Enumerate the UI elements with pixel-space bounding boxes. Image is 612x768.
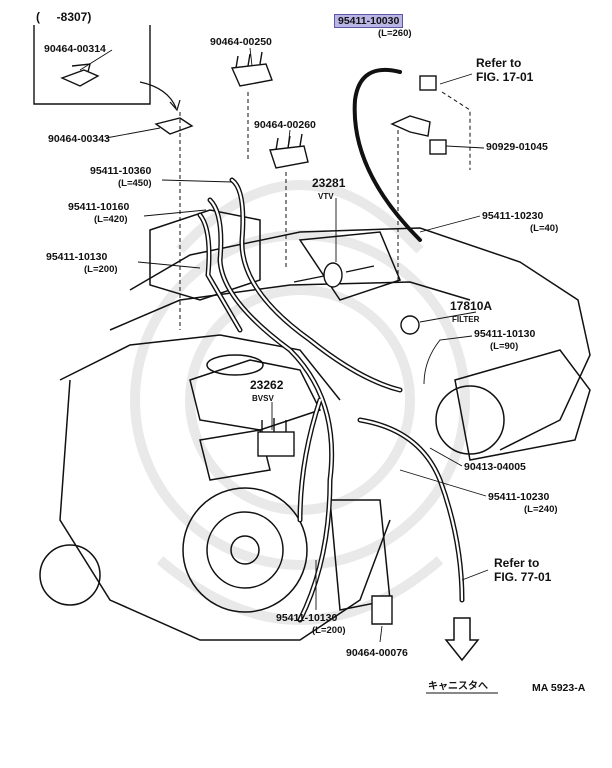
watermark-emblem <box>130 180 470 625</box>
hose-10360-length: (L=450) <box>118 178 152 189</box>
part-90929-label[interactable]: 90929-01045 <box>486 141 548 153</box>
clip-icons <box>154 51 309 169</box>
hose-10360-label[interactable]: 95411-10360 <box>90 165 152 177</box>
hose-10230-b-label[interactable]: 95411-10230 <box>488 491 550 503</box>
canister-label: キャニスタへ <box>428 681 488 692</box>
hose-10160-length: (L=420) <box>94 214 128 225</box>
hose-10160-label[interactable]: 95411-10160 <box>68 201 130 213</box>
filter-part-number[interactable]: 17810A <box>450 299 493 313</box>
refer-bottom-line2[interactable]: FIG. 77-01 <box>494 570 552 584</box>
filter-label: FILTER <box>452 315 480 324</box>
inset-part-label[interactable]: 90464-00314 <box>44 43 106 55</box>
clip-left-label[interactable]: 90464-00343 <box>48 133 110 145</box>
vtv-label: VTV <box>318 192 334 201</box>
hose-10230-b-length: (L=240) <box>524 504 558 515</box>
refer-bottom-line1: Refer to <box>494 556 540 570</box>
figure-code: MA 5923-A <box>532 682 586 694</box>
hose-10130-b-label[interactable]: 95411-10130 <box>474 328 536 340</box>
bvsv-label: BVSV <box>252 394 274 403</box>
refer-top-line1: Refer to <box>476 56 522 70</box>
hose-10230-a-length: (L=40) <box>530 223 559 234</box>
refer-top-line2[interactable]: FIG. 17-01 <box>476 70 534 84</box>
bvsv-part-number[interactable]: 23262 <box>250 378 284 392</box>
hose-10230-a-label[interactable]: 95411-10230 <box>482 210 544 222</box>
hose-10130-a-length: (L=200) <box>84 264 118 275</box>
hose-10130-a-label[interactable]: 95411-10130 <box>46 251 108 263</box>
leader-lines <box>79 47 489 643</box>
engine-outline <box>39 209 591 641</box>
hose-10130-c-length: (L=200) <box>312 625 346 636</box>
inset-arrow <box>139 81 177 109</box>
part-90413-label[interactable]: 90413-04005 <box>464 461 526 473</box>
vtv-part-number[interactable]: 23281 <box>312 176 346 190</box>
clip-mid-label[interactable]: 90464-00260 <box>254 119 316 131</box>
highlighted-part-length: (L=260) <box>378 28 412 39</box>
components <box>257 75 447 625</box>
hose-10130-b-length: (L=90) <box>490 341 519 352</box>
inset-box <box>33 25 151 105</box>
dashed-leaders <box>179 91 471 330</box>
clip-top-label[interactable]: 90464-00250 <box>210 36 272 48</box>
highlighted-part-number[interactable]: 95411-10030 <box>334 14 404 28</box>
clip-bottom-label[interactable]: 90464-00076 <box>346 647 408 659</box>
date-range-label: ( -8307) <box>36 10 92 24</box>
canister-arrow <box>444 617 480 662</box>
hose-10130-c-label[interactable]: 95411-10130 <box>276 612 338 624</box>
